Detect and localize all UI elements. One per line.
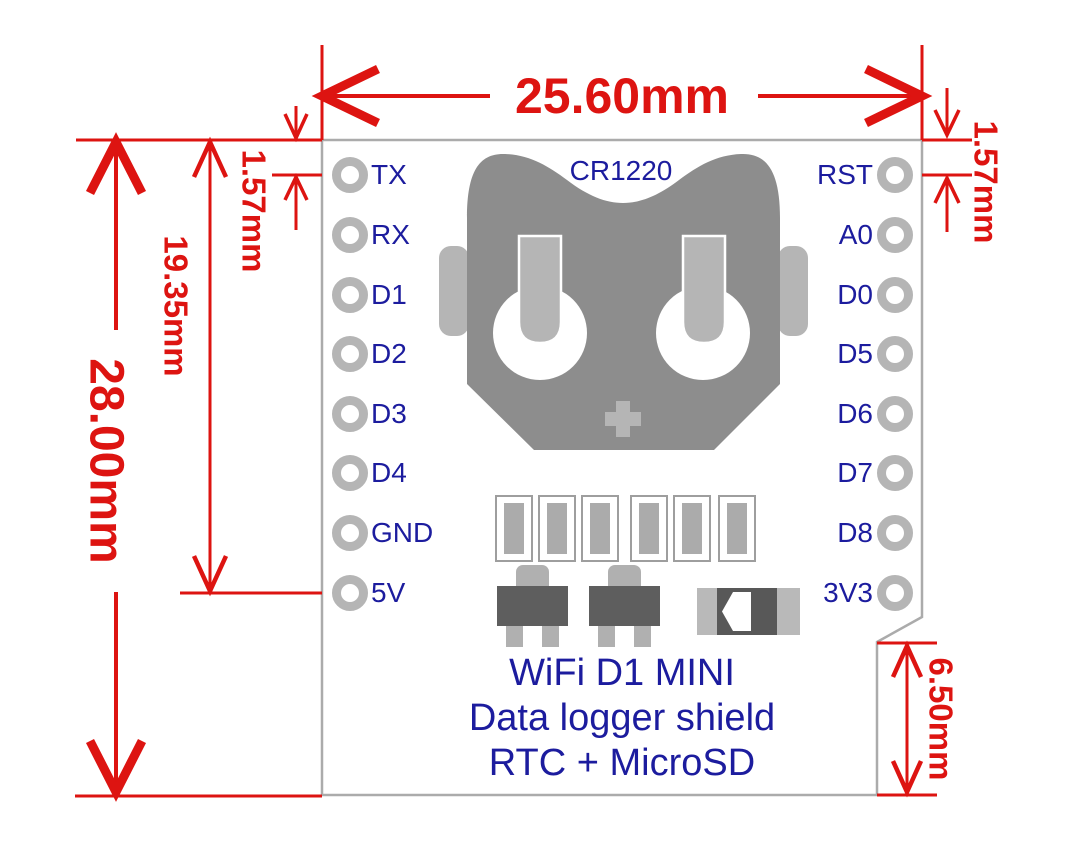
dim-edge-to-pin-left: 1.57mm bbox=[236, 106, 322, 273]
battery-type-label: CR1220 bbox=[569, 155, 673, 186]
smd-pad-4 bbox=[630, 495, 668, 562]
pin-hole-d4 bbox=[332, 455, 368, 491]
pin-hole-d8 bbox=[877, 515, 913, 551]
pin-label-d7: D7 bbox=[837, 457, 873, 488]
pin-label-a0: A0 bbox=[838, 219, 873, 250]
pin-label-gnd: GND bbox=[371, 517, 434, 548]
smd-pad-2 bbox=[538, 495, 576, 562]
pin-hole-rx bbox=[332, 217, 368, 253]
dim-edge-to-pin-right: 1.57mm bbox=[922, 88, 1005, 243]
pin-label-tx: TX bbox=[371, 159, 407, 190]
smd-pad-3 bbox=[581, 495, 619, 562]
dim-notch-height-label: 6.50mm bbox=[923, 658, 960, 781]
battery-clip-left bbox=[517, 234, 563, 345]
pin-hole-d5 bbox=[877, 336, 913, 372]
pin-label-d1: D1 bbox=[371, 279, 407, 310]
dim-edge-to-pin-left-label: 1.57mm bbox=[236, 150, 273, 273]
pin-label-d4: D4 bbox=[371, 457, 407, 488]
pin-hole-tx bbox=[332, 157, 368, 193]
pin-label-5v: 5V bbox=[371, 577, 406, 608]
battery-plus-icon bbox=[605, 401, 641, 437]
pin-hole-d6 bbox=[877, 396, 913, 432]
battery-clip-right bbox=[681, 234, 727, 345]
dim-notch-height: 6.50mm bbox=[877, 640, 960, 798]
board-title-line-2: Data logger shield bbox=[468, 697, 776, 739]
pin-hole-d2 bbox=[332, 336, 368, 372]
pin-hole-d7 bbox=[877, 455, 913, 491]
smd-pad-1 bbox=[495, 495, 533, 562]
dim-pin-span: 19.35mm bbox=[158, 136, 322, 597]
pin-hole-rst bbox=[877, 157, 913, 193]
battery-holder-right-ear bbox=[778, 246, 808, 336]
pin-label-rst: RST bbox=[817, 159, 873, 190]
dim-pin-span-label: 19.35mm bbox=[158, 235, 195, 376]
pin-hole-d1 bbox=[332, 277, 368, 313]
dim-board-width-label: 25.60mm bbox=[515, 68, 729, 124]
dim-board-height: 28.00mm bbox=[75, 132, 322, 802]
pin-hole-d3 bbox=[332, 396, 368, 432]
smd-pad-6 bbox=[718, 495, 756, 562]
pin-hole-5v bbox=[332, 575, 368, 611]
board-title-line-1: WiFi D1 MINI bbox=[509, 652, 735, 694]
smd-pad-5 bbox=[673, 495, 711, 562]
board-title: WiFi D1 MINI Data logger shield RTC + Mi… bbox=[322, 651, 922, 786]
pin-hole-3v3 bbox=[877, 575, 913, 611]
pin-label-d5: D5 bbox=[837, 338, 873, 369]
pin-label-d0: D0 bbox=[837, 279, 873, 310]
pin-label-d2: D2 bbox=[371, 338, 407, 369]
dim-board-height-label: 28.00mm bbox=[80, 358, 133, 563]
dim-edge-to-pin-right-label: 1.57mm bbox=[968, 121, 1005, 244]
board-title-line-3: RTC + MicroSD bbox=[488, 742, 756, 784]
pin-label-d3: D3 bbox=[371, 398, 407, 429]
pin-hole-a0 bbox=[877, 217, 913, 253]
battery-holder bbox=[439, 153, 808, 450]
pin-label-rx: RX bbox=[371, 219, 410, 250]
dim-board-width: 25.60mm bbox=[311, 45, 933, 140]
pin-label-d8: D8 bbox=[837, 517, 873, 548]
pin-hole-gnd bbox=[332, 515, 368, 551]
pin-label-3v3: 3V3 bbox=[823, 577, 873, 608]
pin-hole-d0 bbox=[877, 277, 913, 313]
battery-holder-left-ear bbox=[439, 246, 469, 336]
pin-label-d6: D6 bbox=[837, 398, 873, 429]
